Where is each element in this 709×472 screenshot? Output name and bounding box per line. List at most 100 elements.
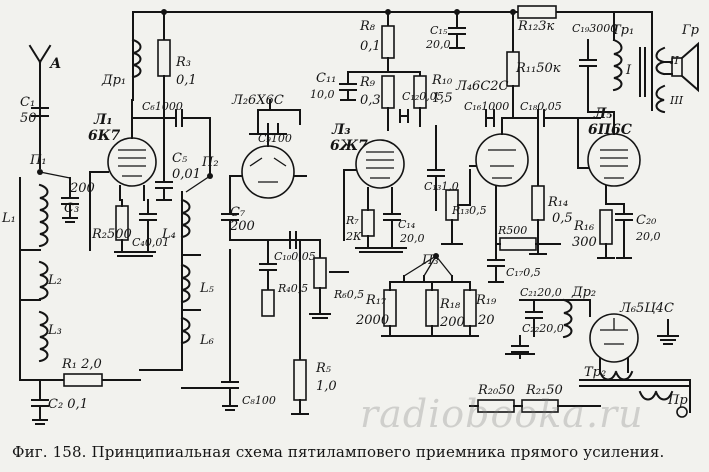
resistor-r18 (425, 289, 439, 327)
svg-text:C₁₇0,5: C₁₇0,5 (506, 266, 541, 279)
resistor-r19 (463, 289, 477, 327)
svg-text:R₁₃0,5: R₁₃0,5 (451, 204, 487, 217)
coil-l4 (180, 198, 191, 239)
svg-text:I: I (625, 63, 632, 78)
resistor-r21 (521, 399, 559, 413)
svg-text:Л₃: Л₃ (331, 122, 351, 138)
svg-text:20,0: 20,0 (399, 232, 425, 245)
svg-text:0,5: 0,5 (552, 211, 573, 226)
svg-text:R₅: R₅ (315, 361, 332, 376)
resistor-r16 (599, 209, 613, 245)
coil-l1 (38, 183, 49, 248)
svg-text:L₄: L₄ (161, 227, 176, 242)
svg-text:Пр: Пр (667, 393, 688, 408)
svg-text:C₁₀0,05: C₁₀0,05 (274, 250, 316, 263)
svg-text:1,0: 1,0 (316, 379, 337, 394)
svg-text:R₄0,5: R₄0,5 (277, 282, 308, 295)
svg-text:C₂₀: C₂₀ (636, 213, 657, 228)
svg-text:Тр₁: Тр₁ (612, 23, 634, 38)
svg-text:R₂₀50: R₂₀50 (477, 383, 515, 398)
svg-text:C₁₆1000: C₁₆1000 (464, 100, 509, 113)
svg-text:C₆1000: C₆1000 (142, 100, 183, 113)
fuse-pr (676, 379, 691, 418)
tube-l4 (469, 117, 529, 217)
resistor-r4 (261, 289, 275, 317)
svg-text:R₁₂3к: R₁₂3к (517, 19, 554, 34)
svg-text:Л₄6С2С: Л₄6С2С (455, 79, 509, 94)
svg-text:200: 200 (69, 181, 95, 196)
svg-text:III: III (669, 94, 684, 107)
svg-text:R₁₉: R₁₉ (475, 293, 497, 308)
svg-text:2К: 2К (345, 230, 362, 243)
coil-l2 (38, 260, 49, 301)
svg-text:Др₂: Др₂ (571, 285, 596, 300)
svg-text:C₁₁: C₁₁ (316, 71, 336, 86)
rectifier-l6 (589, 313, 639, 373)
svg-text:6П6С: 6П6С (588, 122, 632, 138)
resistor-r3 (157, 11, 171, 177)
svg-text:R₁₇: R₁₇ (365, 293, 387, 308)
svg-text:C₂ 0,1: C₂ 0,1 (48, 397, 88, 412)
svg-text:R₃: R₃ (175, 55, 191, 70)
svg-text:R₁₈: R₁₈ (439, 297, 461, 312)
svg-text:C₁₉3000: C₁₉3000 (572, 22, 617, 35)
resistor-r500 (499, 237, 537, 251)
svg-text:R₂500: R₂500 (91, 227, 132, 242)
figure-caption: Фиг. 158. Принципиальная схема пятилампо… (12, 443, 665, 461)
resistor-r12 (517, 5, 557, 19)
svg-text:50: 50 (20, 111, 37, 126)
resistor-r11 (506, 11, 520, 119)
svg-text:20,0: 20,0 (635, 230, 661, 243)
svg-text:0,01: 0,01 (172, 167, 201, 182)
svg-text:0,1: 0,1 (176, 73, 197, 88)
svg-text:II: II (669, 54, 679, 67)
svg-text:6К7: 6К7 (88, 128, 120, 144)
svg-text:L₁: L₁ (1, 211, 16, 226)
svg-text:Гр: Гр (681, 23, 700, 38)
tube-l2 (229, 123, 307, 205)
svg-text:R₁ 2,0: R₁ 2,0 (61, 357, 102, 372)
switch-p3 (403, 253, 453, 283)
choke-dr1 (131, 38, 142, 79)
svg-text:R₁₁50к: R₁₁50к (515, 61, 561, 76)
coil-l3 (38, 310, 49, 363)
svg-text:C₉100: C₉100 (258, 132, 292, 145)
svg-text:Л₆5Ц4С: Л₆5Ц4С (619, 301, 674, 316)
choke-dr2 (562, 298, 573, 339)
svg-text:Др₁: Др₁ (101, 73, 126, 88)
svg-text:C₂₁20,0: C₂₁20,0 (520, 286, 562, 299)
svg-text:0,1: 0,1 (360, 39, 381, 54)
svg-text:R500: R500 (497, 224, 527, 237)
tube-l3 (343, 139, 405, 241)
svg-text:C₄0,01: C₄0,01 (132, 236, 169, 249)
transformer-tr2 (579, 370, 691, 401)
svg-text:C₁₃1,0: C₁₃1,0 (424, 180, 459, 193)
svg-text:C₁: C₁ (20, 95, 35, 110)
svg-text:R₁₀: R₁₀ (431, 73, 453, 88)
svg-text:R₁₆: R₁₆ (573, 219, 594, 234)
resistor-r1 (63, 373, 103, 387)
resistor-r20 (477, 399, 515, 413)
svg-text:1,5: 1,5 (432, 91, 453, 106)
resistor-r10 (413, 71, 427, 127)
coil-l6 (180, 316, 191, 345)
svg-text:C₁₂0,05: C₁₂0,05 (402, 90, 444, 103)
transformer-tr1 (612, 11, 666, 114)
svg-text:Л₅: Л₅ (593, 106, 613, 122)
potentiometer-r6 (313, 257, 327, 289)
svg-text:C₁₅: C₁₅ (430, 24, 448, 37)
svg-text:R₆0,5: R₆0,5 (333, 288, 364, 301)
tube-l5 (577, 111, 641, 205)
svg-text:C₁₈0,05: C₁₈0,05 (520, 100, 562, 113)
svg-text:10,0: 10,0 (310, 88, 335, 101)
svg-text:R₈: R₈ (359, 19, 376, 34)
svg-text:П₂: П₂ (201, 155, 219, 170)
b-plus-rail (132, 5, 653, 111)
svg-text:R₁₄: R₁₄ (547, 195, 568, 210)
svg-text:Л₁: Л₁ (93, 112, 113, 128)
svg-text:R₇: R₇ (345, 214, 359, 227)
svg-text:L₃: L₃ (47, 323, 62, 338)
svg-text:R₉: R₉ (359, 75, 376, 90)
speaker-gr (671, 41, 699, 93)
resistor-r9 (381, 75, 395, 131)
